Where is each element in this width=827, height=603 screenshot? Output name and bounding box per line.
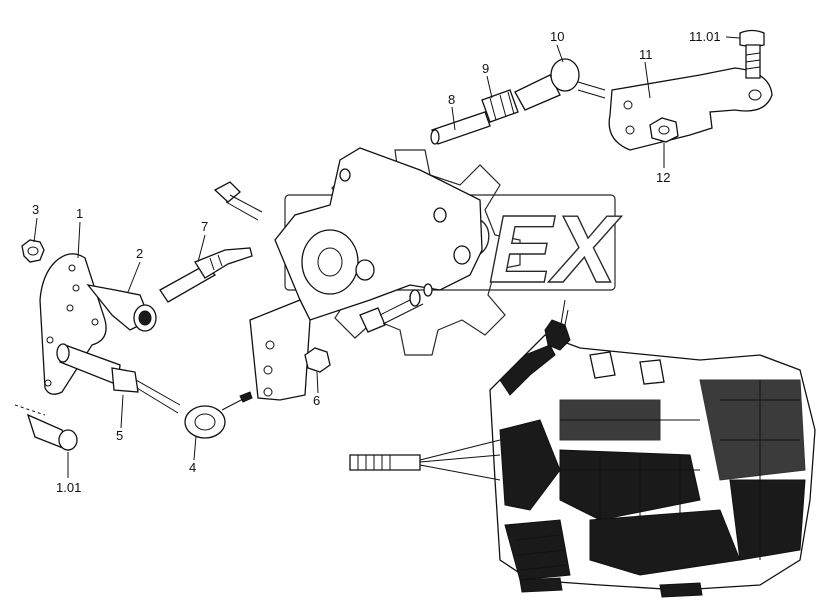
label-9: 9 bbox=[482, 61, 489, 76]
label-8: 8 bbox=[448, 92, 455, 107]
callout-labels: 3 1 2 7 5 4 6 1.01 8 9 10 11 11.01 12 bbox=[32, 29, 721, 495]
label-1-01: 1.01 bbox=[56, 480, 81, 495]
label-11: 11 bbox=[639, 47, 653, 62]
label-7: 7 bbox=[201, 219, 208, 234]
nut-6 bbox=[304, 347, 331, 373]
side-bolt bbox=[359, 283, 433, 333]
label-11-01: 11.01 bbox=[689, 29, 721, 44]
label-2: 2 bbox=[136, 246, 143, 261]
fitting-9 bbox=[481, 89, 519, 123]
housing-bolt bbox=[213, 181, 263, 221]
label-12: 12 bbox=[656, 170, 670, 185]
shift-housing bbox=[249, 147, 483, 401]
bolt-11-01 bbox=[739, 29, 765, 79]
rod-end-4 bbox=[184, 391, 253, 439]
threaded-rod-7 bbox=[159, 247, 253, 303]
nut-3 bbox=[21, 239, 45, 263]
gearbox-cutaway bbox=[489, 319, 816, 598]
leader-lines bbox=[33, 36, 741, 478]
hose-8 bbox=[430, 111, 491, 145]
label-10: 10 bbox=[550, 29, 564, 44]
label-1: 1 bbox=[76, 206, 83, 221]
shift-lever bbox=[559, 299, 569, 336]
label-4: 4 bbox=[189, 460, 196, 475]
label-5: 5 bbox=[116, 428, 123, 443]
bolt-1-01 bbox=[14, 404, 78, 452]
input-shaft bbox=[349, 439, 501, 481]
ball-joint-2 bbox=[86, 284, 157, 332]
nut-12 bbox=[649, 117, 679, 143]
shaft-5 bbox=[56, 343, 181, 414]
label-6: 6 bbox=[313, 393, 320, 408]
elbow-10 bbox=[514, 58, 606, 111]
label-3: 3 bbox=[32, 202, 39, 217]
bracket-11 bbox=[608, 67, 773, 151]
